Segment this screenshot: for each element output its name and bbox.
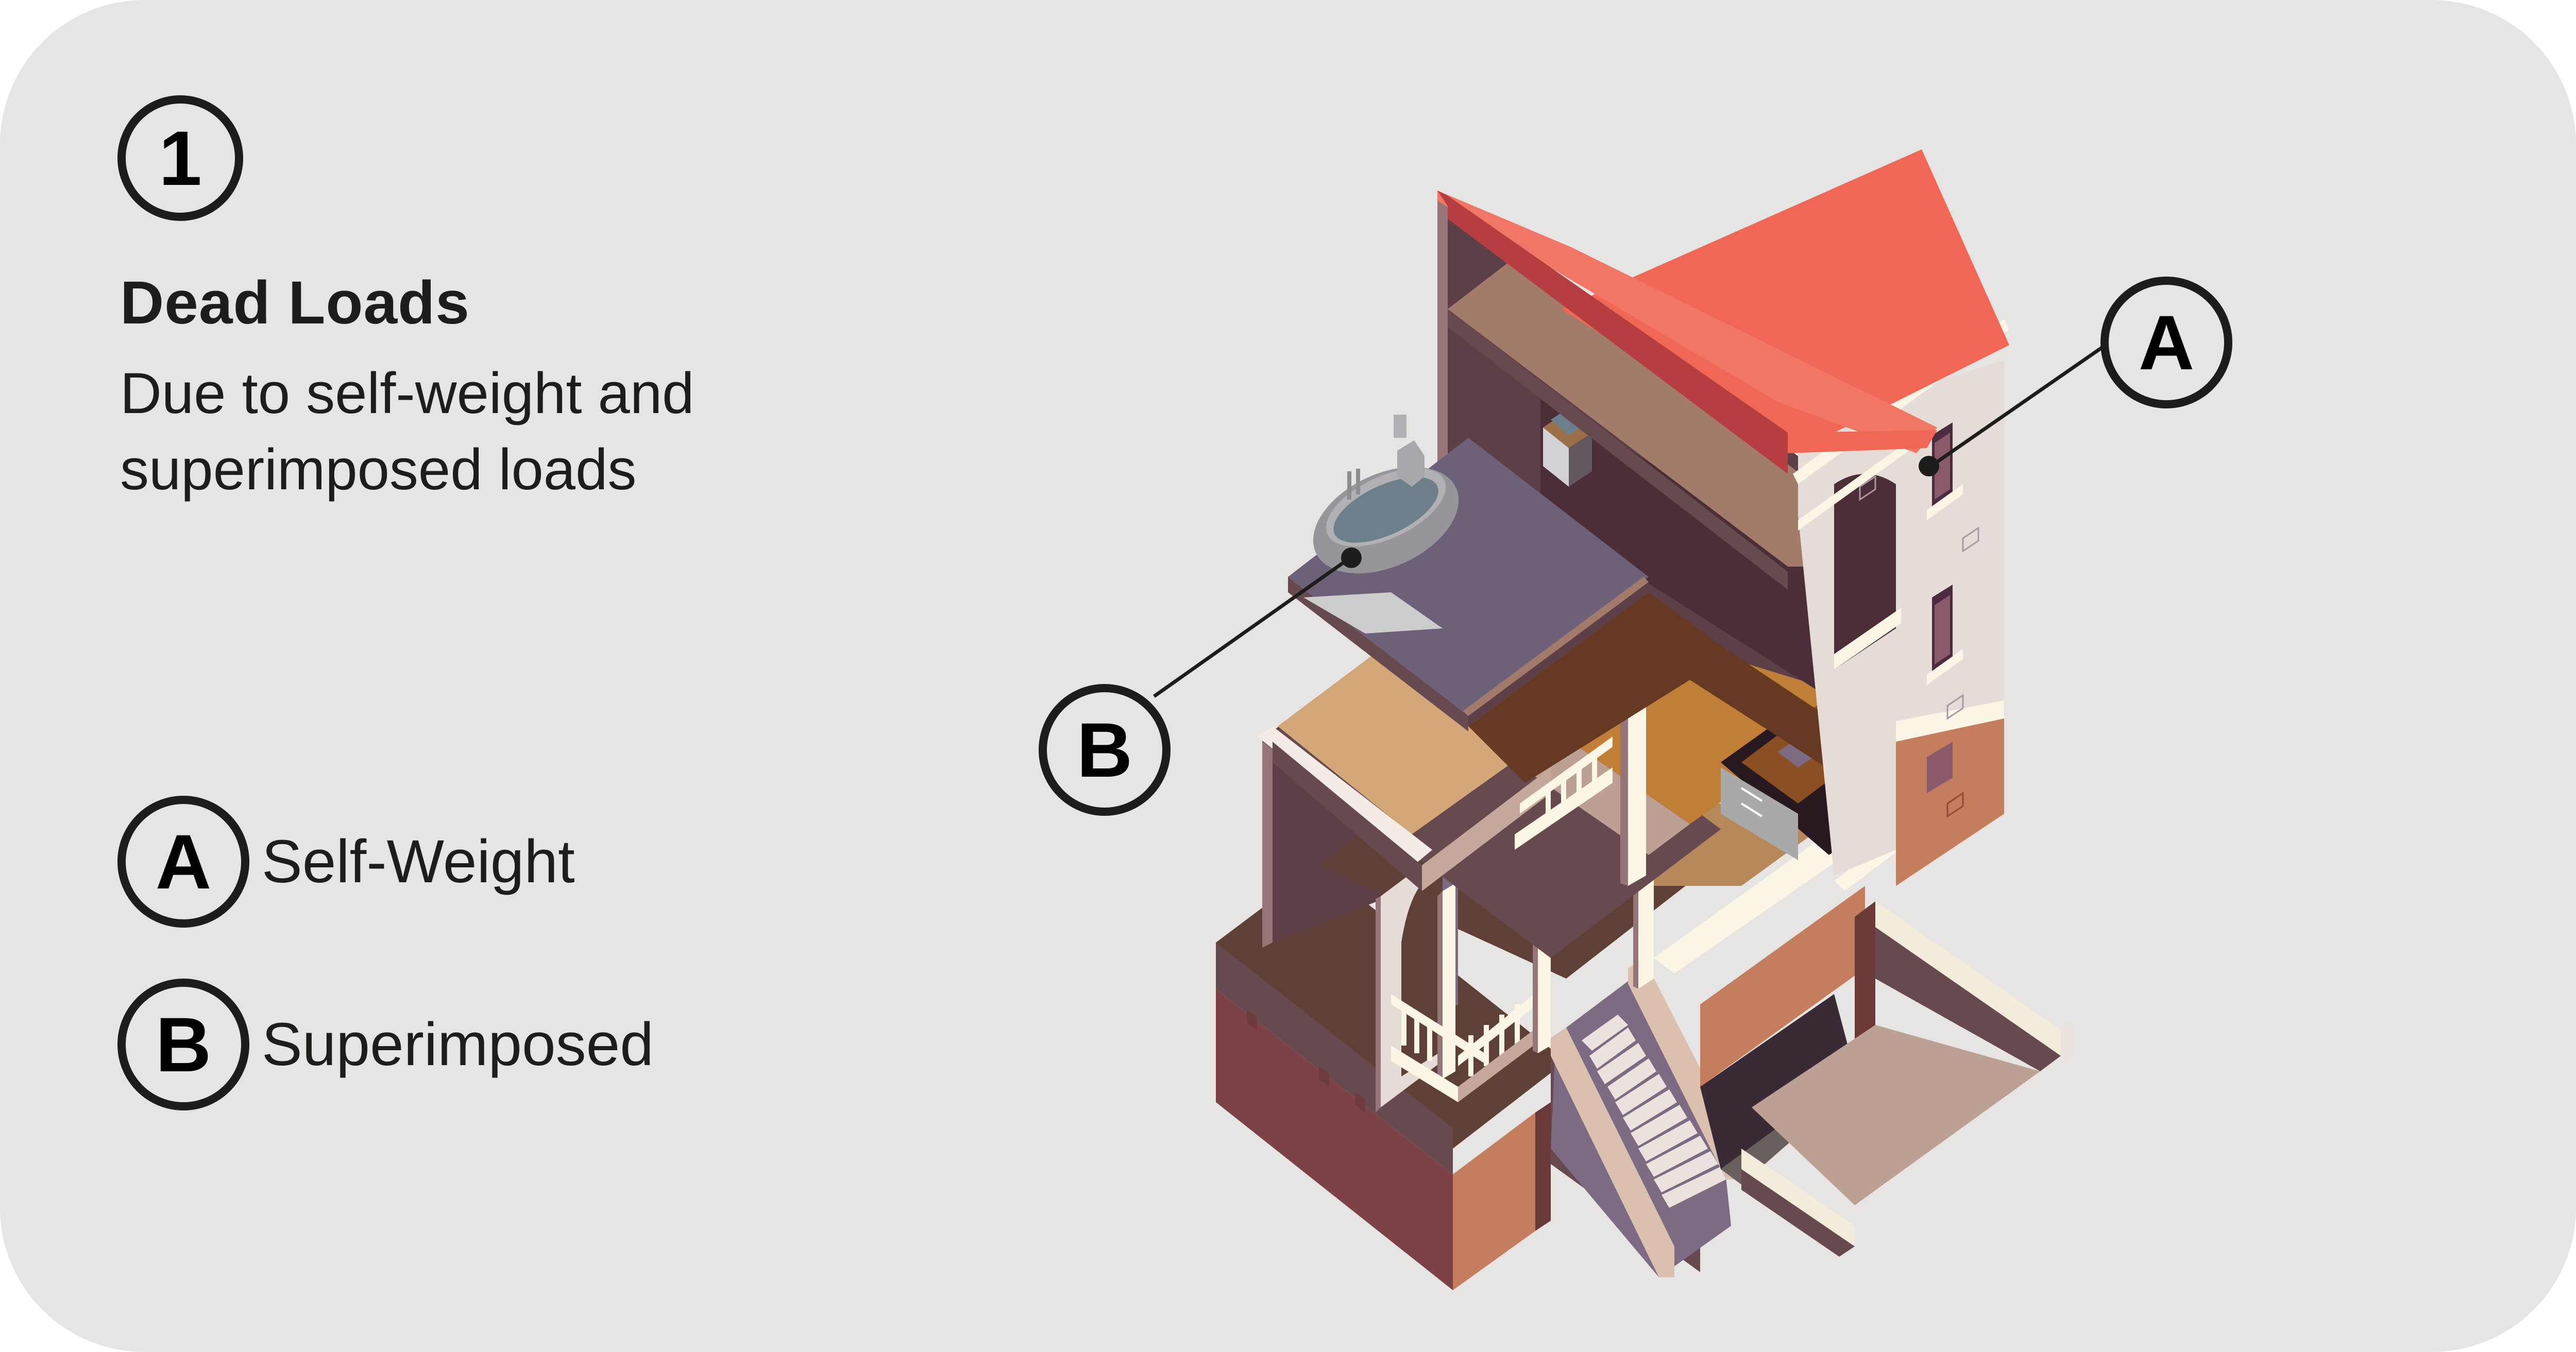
leader-dot-a	[1919, 456, 1939, 476]
legend-label: Self-Weight	[262, 828, 575, 896]
leader-dot-b	[1341, 547, 1362, 568]
callout-leader-lines	[1153, 341, 2110, 698]
leader-line-a	[1930, 341, 2110, 468]
section-title: Dead Loads	[120, 269, 470, 337]
leader-line-b	[1153, 555, 1354, 698]
bathtub	[1313, 467, 1459, 574]
legend-label: Superimposed	[262, 1011, 654, 1079]
section-description: Due to self-weight and superimposed load…	[120, 361, 694, 502]
step-number: 1	[159, 115, 202, 201]
staircase	[1551, 958, 1741, 1277]
bathroom-vanity	[1543, 409, 1592, 487]
brick-foundation-face	[1216, 989, 1453, 1290]
callout-badge-b: B	[1039, 684, 1171, 816]
callout-badge-a: A	[2100, 277, 2232, 408]
upper-balustrade	[1515, 737, 1613, 850]
roof	[1437, 149, 2009, 474]
toilet	[1394, 415, 1425, 487]
first-floor-light	[1278, 618, 1556, 834]
porch-balustrade	[1391, 883, 1540, 1102]
legend-item-self-weight: A Self-Weight	[117, 796, 575, 928]
second-floor-wood	[1468, 592, 1865, 783]
legend-item-superimposed: B Superimposed	[117, 979, 654, 1110]
basement-floor	[1752, 1025, 2040, 1205]
attic-floor	[1448, 258, 1855, 567]
